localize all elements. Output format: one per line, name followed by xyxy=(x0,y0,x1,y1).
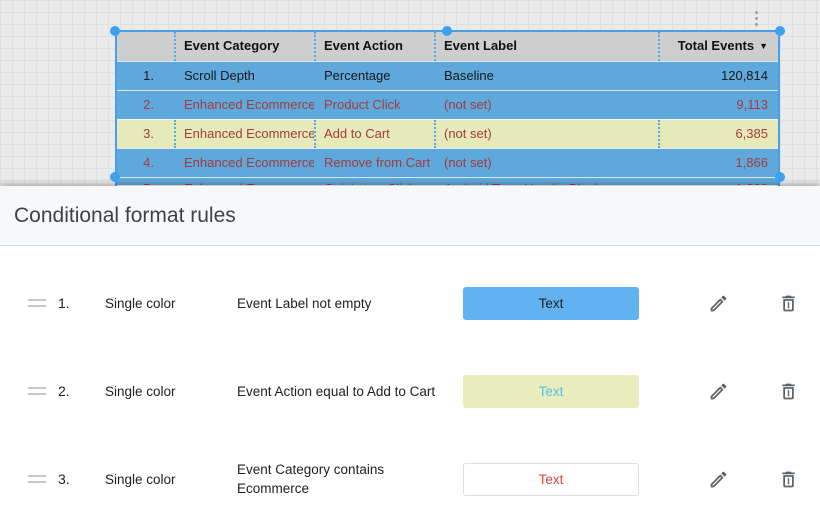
table-header-row: Event Category Event Action Event Label … xyxy=(117,32,778,61)
panel-header: Conditional format rules xyxy=(0,186,820,246)
rule-number: 3. xyxy=(58,471,70,487)
cell-event-action: Percentage xyxy=(324,68,391,83)
delete-rule-button[interactable] xyxy=(773,288,803,318)
format-rule-row: 2. Single color Event Action equal to Ad… xyxy=(0,347,820,435)
cell-event-category: Enhanced Ecommerce xyxy=(184,155,314,170)
rule-number: 2. xyxy=(58,383,70,399)
edit-rule-button[interactable] xyxy=(703,376,733,406)
table-row: 4. Enhanced Ecommerce Remove from Cart (… xyxy=(117,148,778,177)
rule-type: Single color xyxy=(105,295,176,311)
rule-condition: Event Category contains Ecommerce xyxy=(237,462,385,496)
header-total-events[interactable]: Total Events▼ xyxy=(658,32,778,61)
table-row: 1. Scroll Depth Percentage Baseline 120,… xyxy=(117,61,778,90)
table-row: 5. Enhanced Ecommerce Quickview Click An… xyxy=(117,177,778,185)
cell-total-events: 1,220 xyxy=(658,178,778,185)
selection-handle-mid-left[interactable] xyxy=(110,172,120,182)
rule-number: 1. xyxy=(58,295,70,311)
selection-handle-top-left[interactable] xyxy=(110,26,120,36)
trash-icon xyxy=(781,295,795,311)
selection-handle-top-right[interactable] xyxy=(775,26,785,36)
table-row: 3. Enhanced Ecommerce Add to Cart (not s… xyxy=(117,119,778,148)
cell-row-number: 1. xyxy=(143,68,154,83)
delete-rule-button[interactable] xyxy=(773,464,803,494)
panel-title: Conditional format rules xyxy=(14,203,236,227)
cell-row-number: 2. xyxy=(143,97,154,112)
cell-event-label: (not set) xyxy=(444,155,492,170)
selection-handle-top-center[interactable] xyxy=(442,26,452,36)
header-event-label[interactable]: Event Label xyxy=(434,32,658,61)
cell-row-number: 4. xyxy=(143,155,154,170)
cell-event-action: Quickview Click xyxy=(314,178,434,185)
rule-condition: Event Label not empty xyxy=(237,295,372,311)
more-options-icon[interactable] xyxy=(748,6,764,30)
cell-event-action: Add to Cart xyxy=(314,120,434,148)
cell-event-label: (not set) xyxy=(434,120,658,148)
drag-handle-icon[interactable] xyxy=(28,387,46,395)
selection-handle-mid-right[interactable] xyxy=(775,172,785,182)
rule-type: Single color xyxy=(105,383,176,399)
delete-rule-button[interactable] xyxy=(773,376,803,406)
cell-event-category: Enhanced Ecommerce xyxy=(184,97,314,112)
header-event-category[interactable]: Event Category xyxy=(174,32,314,61)
rule-color-swatch[interactable]: Text xyxy=(463,462,639,496)
rule-color-swatch[interactable]: Text xyxy=(463,286,639,320)
table-row: 2. Enhanced Ecommerce Product Click (not… xyxy=(117,90,778,119)
cell-total-events: 1,866 xyxy=(735,155,768,170)
header-row-number xyxy=(117,32,174,61)
pencil-icon xyxy=(710,295,726,311)
rule-color-swatch[interactable]: Text xyxy=(463,374,639,408)
data-table[interactable]: Event Category Event Action Event Label … xyxy=(115,30,780,186)
trash-icon xyxy=(781,471,795,487)
conditional-format-panel: Conditional format rules 1. Single color… xyxy=(0,186,820,524)
pencil-icon xyxy=(710,383,726,399)
cell-event-action: Remove from Cart xyxy=(324,155,431,170)
cell-event-category: Enhanced Ecommerce xyxy=(174,178,314,185)
cell-row-number: 3. xyxy=(143,126,154,141)
header-event-action[interactable]: Event Action xyxy=(314,32,434,61)
edit-rule-button[interactable] xyxy=(703,464,733,494)
rule-condition: Event Action equal to Add to Cart xyxy=(237,383,436,399)
drag-handle-icon[interactable] xyxy=(28,299,46,307)
cell-event-action: Product Click xyxy=(324,97,401,112)
cell-total-events: 9,113 xyxy=(736,97,768,112)
cell-event-label: Baseline xyxy=(444,68,494,83)
rule-type: Single color xyxy=(105,471,176,487)
cell-event-label: Android Tone Hoodie Black xyxy=(434,178,658,185)
report-canvas[interactable]: Event Category Event Action Event Label … xyxy=(0,0,820,186)
format-rule-row: 3. Single color Event Category contains … xyxy=(0,435,820,523)
cell-total-events: 6,385 xyxy=(658,120,778,148)
drag-handle-icon[interactable] xyxy=(28,475,46,483)
cell-event-category: Scroll Depth xyxy=(184,68,255,83)
cell-event-label: (not set) xyxy=(444,97,492,112)
sort-desc-icon[interactable]: ▼ xyxy=(759,41,768,51)
trash-icon xyxy=(781,383,795,399)
edit-rule-button[interactable] xyxy=(703,288,733,318)
cell-row-number: 5. xyxy=(117,178,174,185)
cell-event-category: Enhanced Ecommerce xyxy=(174,120,314,148)
cell-total-events: 120,814 xyxy=(721,68,768,83)
format-rule-row: 1. Single color Event Label not empty Te… xyxy=(0,259,820,347)
pencil-icon xyxy=(710,471,726,487)
